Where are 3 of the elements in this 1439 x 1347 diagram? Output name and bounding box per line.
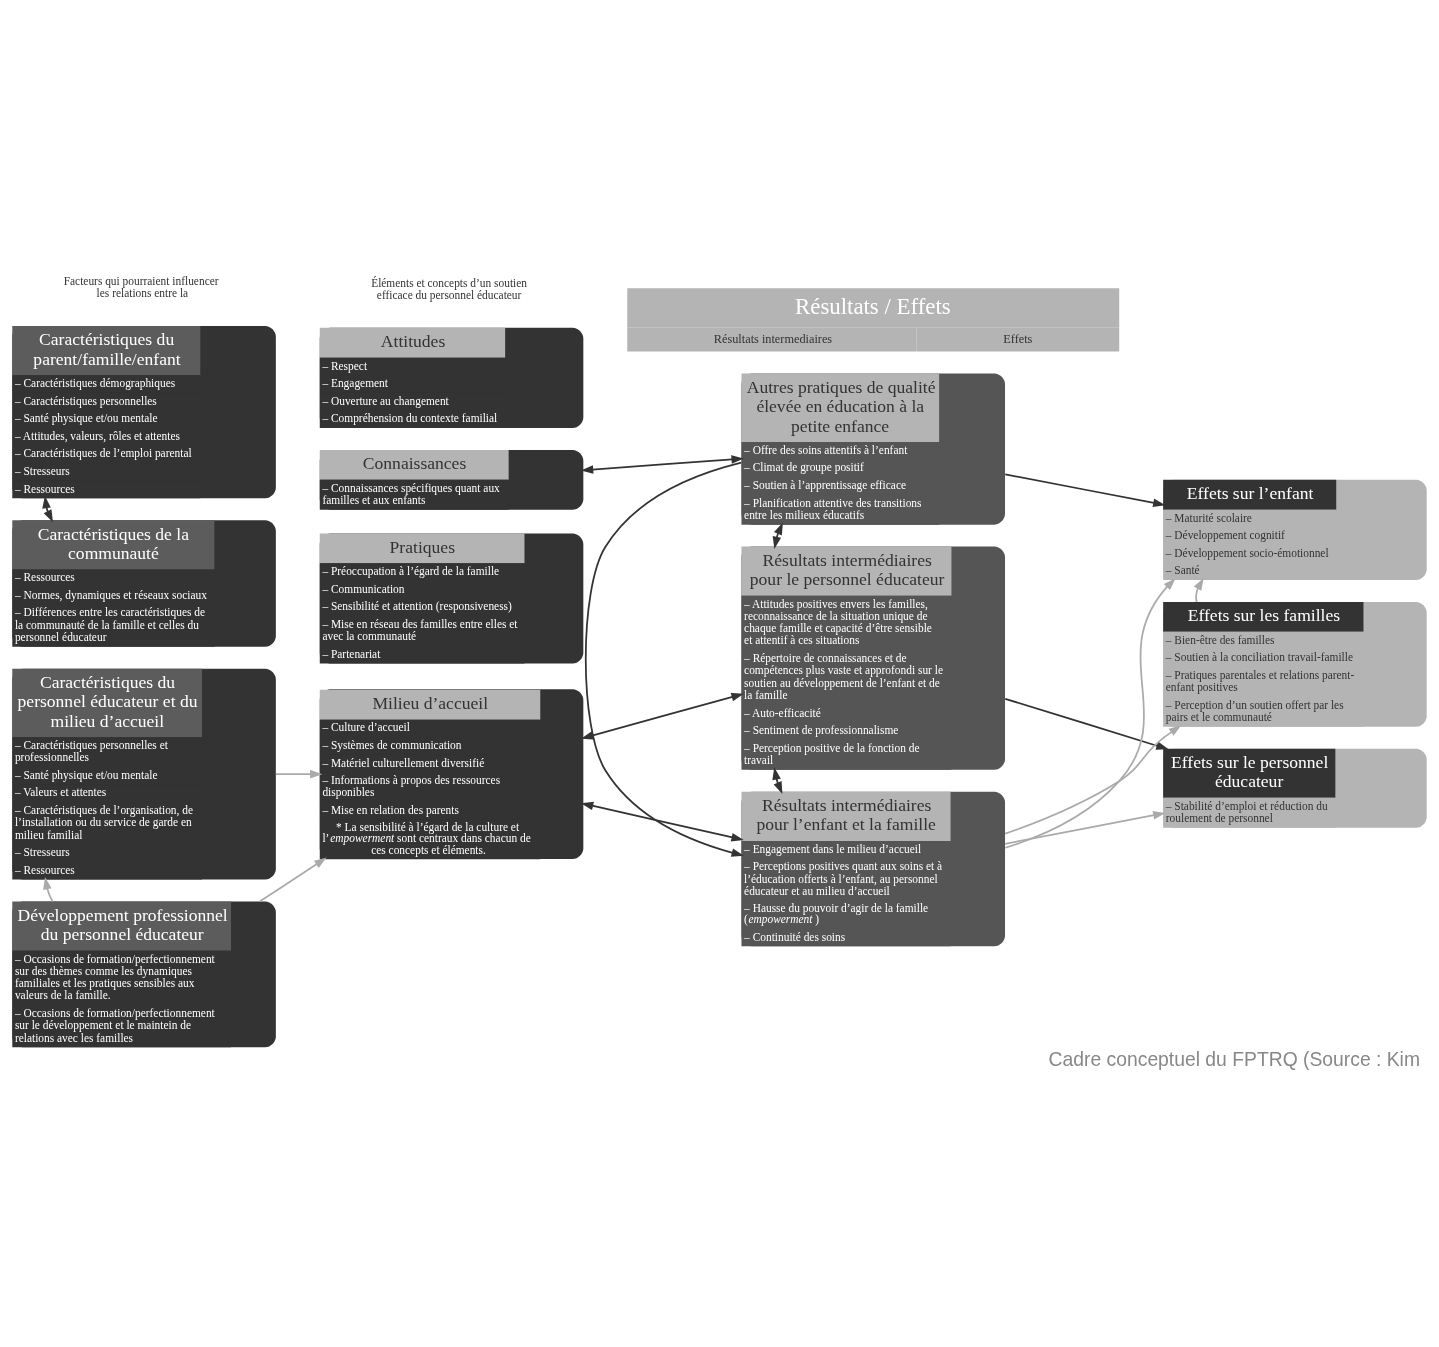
label: Éléments et concepts d’un soutien efficace du personnel éducateur	[371, 276, 528, 301]
label: Facteurs qui pourraient influencer les relations entre la	[63, 274, 219, 299]
caption: Cadre conceptuel du FPTRQ (Source : Kim	[1048, 1048, 1421, 1070]
